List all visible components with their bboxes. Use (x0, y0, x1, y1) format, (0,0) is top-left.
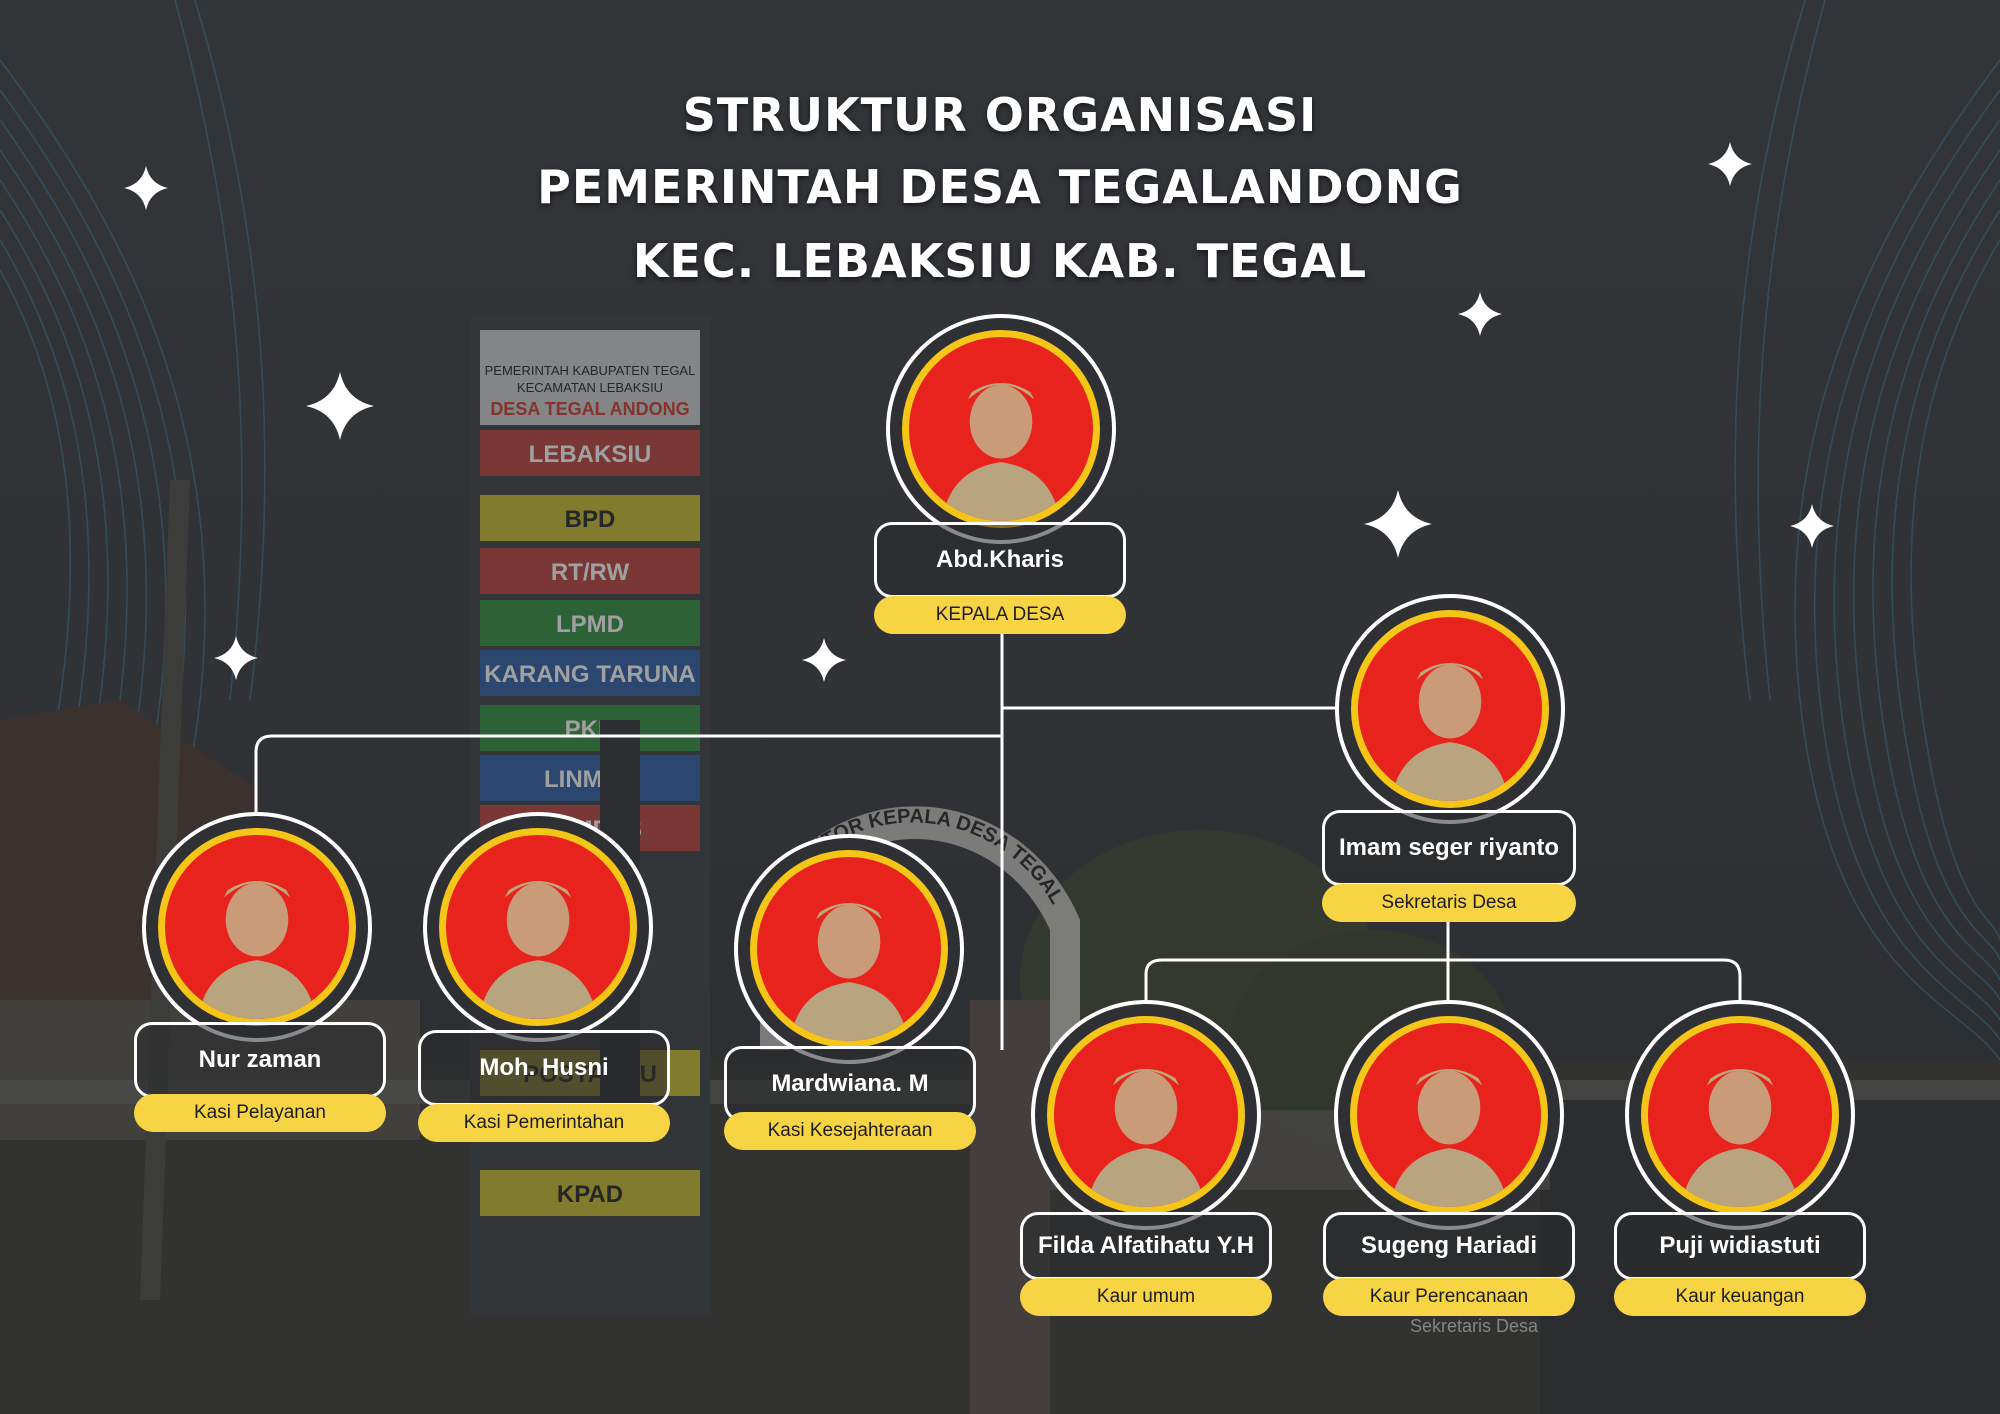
avatar (1047, 1016, 1245, 1214)
sign-row-label: LEBAKSIU (529, 441, 652, 468)
sparkle-icon (214, 636, 258, 680)
sign-row-label: KARANG TARUNA (484, 661, 696, 688)
title-line-1: STRUKTUR ORGANISASI (682, 88, 1318, 142)
person-silhouette (790, 903, 908, 1041)
portrait-icon (1357, 1023, 1541, 1207)
avatar (1351, 610, 1549, 808)
sign-header1: PEMERINTAH KABUPATEN TEGAL (485, 363, 696, 378)
member-name: Puji widiastuti (1614, 1212, 1866, 1280)
title-line-2: PEMERINTAH DESA TEGALANDONG (537, 160, 1463, 214)
sign-row (480, 600, 700, 646)
avatar (158, 828, 356, 1026)
member-name: Mardwiana. M (724, 1046, 976, 1122)
sparkle-icon (306, 372, 374, 440)
member-name: Filda Alfatihatu Y.H (1020, 1212, 1272, 1280)
avatar (1350, 1016, 1548, 1214)
sign-header3: DESA TEGAL ANDONG (490, 399, 689, 419)
portrait-icon (1054, 1023, 1238, 1207)
member-role: Kaur Perencanaan (1323, 1278, 1575, 1316)
sparkle-icon (1790, 504, 1834, 548)
member-role: Kasi Pelayanan (134, 1094, 386, 1132)
portrait-icon (1648, 1023, 1832, 1207)
member-role: Kaur keuangan (1614, 1278, 1866, 1316)
member-role: Sekretaris Desa (1322, 884, 1576, 922)
member-name: Imam seger riyanto (1322, 810, 1576, 886)
sign-row (480, 495, 700, 541)
person-silhouette (942, 383, 1060, 521)
sign-row-label: LPMD (556, 611, 624, 638)
sparkle-decorations (124, 142, 1834, 682)
portrait-icon (1358, 617, 1542, 801)
person-silhouette (1681, 1069, 1799, 1207)
sparkle-icon (1364, 490, 1432, 558)
sign-row (480, 755, 700, 801)
member-name: Sugeng Hariadi (1323, 1212, 1575, 1280)
sign-row (480, 548, 700, 594)
sign-row (480, 1170, 700, 1216)
portrait-icon (446, 835, 630, 1019)
sign-row (480, 650, 700, 696)
avatar (750, 850, 948, 1048)
title-line-3: KEC. LEBAKSIU KAB. TEGAL (632, 234, 1368, 288)
portrait-icon (909, 337, 1093, 521)
person-silhouette (1390, 1069, 1508, 1207)
sign-row-label: KPAD (557, 1181, 623, 1208)
member-role: Kasi Pemerintahan (418, 1104, 670, 1142)
person-silhouette (479, 881, 597, 1019)
sign-row-label: BPD (565, 506, 616, 533)
sign-header2: KECAMATAN LEBAKSIU (517, 380, 663, 395)
member-name: Moh. Husni (418, 1030, 670, 1106)
sign-row-label: RT/RW (551, 559, 630, 586)
avatar (902, 330, 1100, 528)
member-role: Kaur umum (1020, 1278, 1272, 1316)
member-role: Kasi Kesejahteraan (724, 1112, 976, 1150)
avatar (439, 828, 637, 1026)
member-name: Abd.Kharis (874, 522, 1126, 598)
portrait-icon (165, 835, 349, 1019)
sparkle-icon (124, 166, 168, 210)
sign-row (480, 705, 700, 751)
person-silhouette (1087, 1069, 1205, 1207)
sign-row (480, 430, 700, 476)
person-silhouette (1391, 663, 1509, 801)
avatar (1641, 1016, 1839, 1214)
sparkle-icon (802, 638, 846, 682)
connector-lines (254, 634, 1742, 1050)
sparkle-icon (1458, 292, 1502, 336)
member-name: Nur zaman (134, 1022, 386, 1098)
right-wave-decoration (1734, 0, 2000, 1061)
person-silhouette (198, 881, 316, 1019)
member-role: KEPALA DESA (874, 596, 1126, 634)
sparkle-icon (1708, 142, 1752, 186)
portrait-icon (757, 857, 941, 1041)
ghost-label: Sekretaris Desa (1410, 1316, 1539, 1336)
